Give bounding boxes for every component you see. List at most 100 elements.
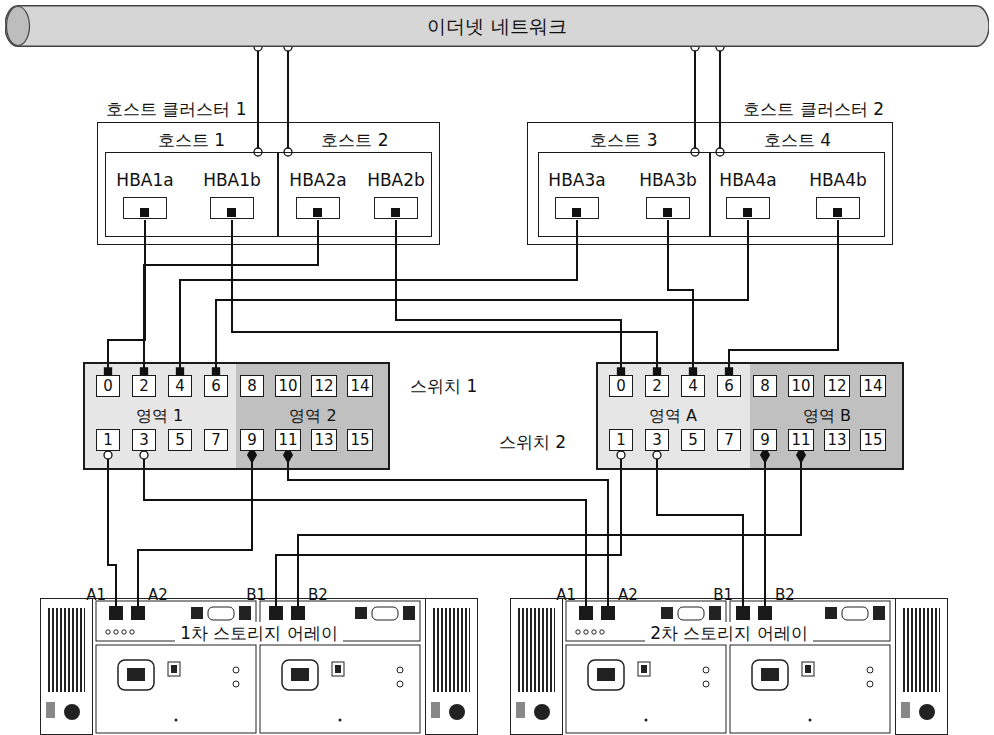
port-number: 8 [247,377,257,395]
cable-connector [396,220,621,375]
host-box: 호스트 2HBA2aHBA2b [278,152,432,237]
label-holder: HBA4b [809,170,867,190]
port-number: 10 [791,377,810,395]
zone-backgrounds [83,362,904,470]
switch-port: 3 [132,429,156,451]
host-box: 호스트 1HBA1aHBA1b [105,152,278,237]
label-holder: 호스트 클러스터 2 [743,99,884,119]
zone-fill [596,362,750,470]
label-holder: A1 [86,586,106,604]
host-label: 호스트 2 [321,130,388,150]
switch-label: 스위치 1 [410,376,477,396]
port-box [296,197,340,219]
port-number: 14 [863,377,882,395]
label-holder: 13 [827,431,846,449]
zone-label: 영역 B [803,406,851,425]
port-number: 6 [724,377,734,395]
port-box [816,197,860,219]
cable-connector [216,220,748,375]
switch-port: 3 [645,429,669,451]
switch-label: 스위치 2 [499,432,566,452]
hba-label: HBA3b [639,170,697,190]
label-holder: 10 [278,377,297,395]
label-holder: 8 [247,377,257,395]
hba-card: HBA2a [285,170,351,220]
label-holder: 9 [247,431,257,449]
hba-card: HBA1a [112,170,178,220]
port-number: 7 [724,431,734,449]
switch-port: 2 [645,375,669,397]
port-jack [313,208,322,217]
host-label: 호스트 3 [590,130,657,150]
label-holder: A2 [618,586,638,604]
label-holder: 15 [350,431,369,449]
port-number: 14 [350,377,369,395]
switch-port: 10 [275,375,301,397]
cable-end-marker [617,451,625,459]
label-holder: 호스트 3 [590,130,657,150]
port-number: 1 [616,431,626,449]
cable-connector [108,451,116,606]
array-port: A2 [601,606,615,620]
zone-label: 영역 A [649,406,697,425]
switch-port: 13 [311,429,337,451]
label-holder: 영역 A [649,406,697,425]
label-holder: 4 [688,377,698,395]
cable-end-marker [140,451,148,459]
cable-connector [276,451,621,606]
zone-region: 영역 B81012149111315 [750,362,904,470]
switch-port: 15 [347,429,373,451]
switch-port: 15 [860,429,886,451]
switch-port: 9 [753,429,777,451]
hba-label: HBA1a [116,170,173,190]
port-number: 4 [175,377,185,395]
storage-array: 2차 스토리지 어레이A1A2B1B2 [510,598,948,735]
port-box [210,197,254,219]
cable-connector [288,451,608,606]
label-holder: 0 [103,377,113,395]
label-holder: A2 [148,586,168,604]
port-label: A1 [556,586,576,604]
label-holder: 14 [350,377,369,395]
port-number: 13 [827,431,846,449]
label-holder: 호스트 1 [158,130,225,150]
cable-end-marker [213,368,220,375]
port-number: 12 [827,377,846,395]
label-holder: 3 [139,431,149,449]
cable-connector [729,220,838,375]
label-holder: 15 [863,431,882,449]
switch-box: 스위치 2영역 A02461357영역 B81012149111315 [596,362,904,470]
port-jack [572,208,581,217]
port-label: B1 [713,586,733,604]
cylinder-body [5,6,989,47]
switch-port: 11 [275,429,301,451]
switch-port: 0 [609,375,633,397]
port-number: 12 [314,377,333,395]
host-cluster: 호스트 클러스터 1호스트 1HBA1aHBA1b호스트 2HBA2aHBA2b [97,122,440,245]
port-jack [140,208,149,217]
label-holder: B2 [308,586,328,604]
switch-port: 11 [788,429,814,451]
port-number: 0 [103,377,113,395]
host-label: 호스트 1 [158,130,225,150]
label-holder: 1차 스토리지 어레이 [175,622,343,644]
cable-end-marker [141,368,148,375]
label-holder: 6 [724,377,734,395]
label-holder: 1 [616,431,626,449]
switch-port: 8 [240,375,264,397]
label-holder: 영역 2 [289,406,336,425]
port-number: 11 [791,431,810,449]
label-holder: 9 [760,431,770,449]
zone-label: 영역 2 [289,406,336,425]
port-number: 15 [863,431,882,449]
hba-card: HBA3b [635,170,701,220]
port-box [726,197,770,219]
hba-label: HBA1b [203,170,261,190]
label-holder: HBA2a [289,170,346,190]
cable-end-marker [726,368,733,375]
zone-region: 영역 2 8 10 12 14 9 11 13 15 [236,362,390,470]
array-port: A1 [579,606,593,620]
zone-fill [750,362,904,470]
label-holder: 7 [211,431,221,449]
port-number: 5 [688,431,698,449]
